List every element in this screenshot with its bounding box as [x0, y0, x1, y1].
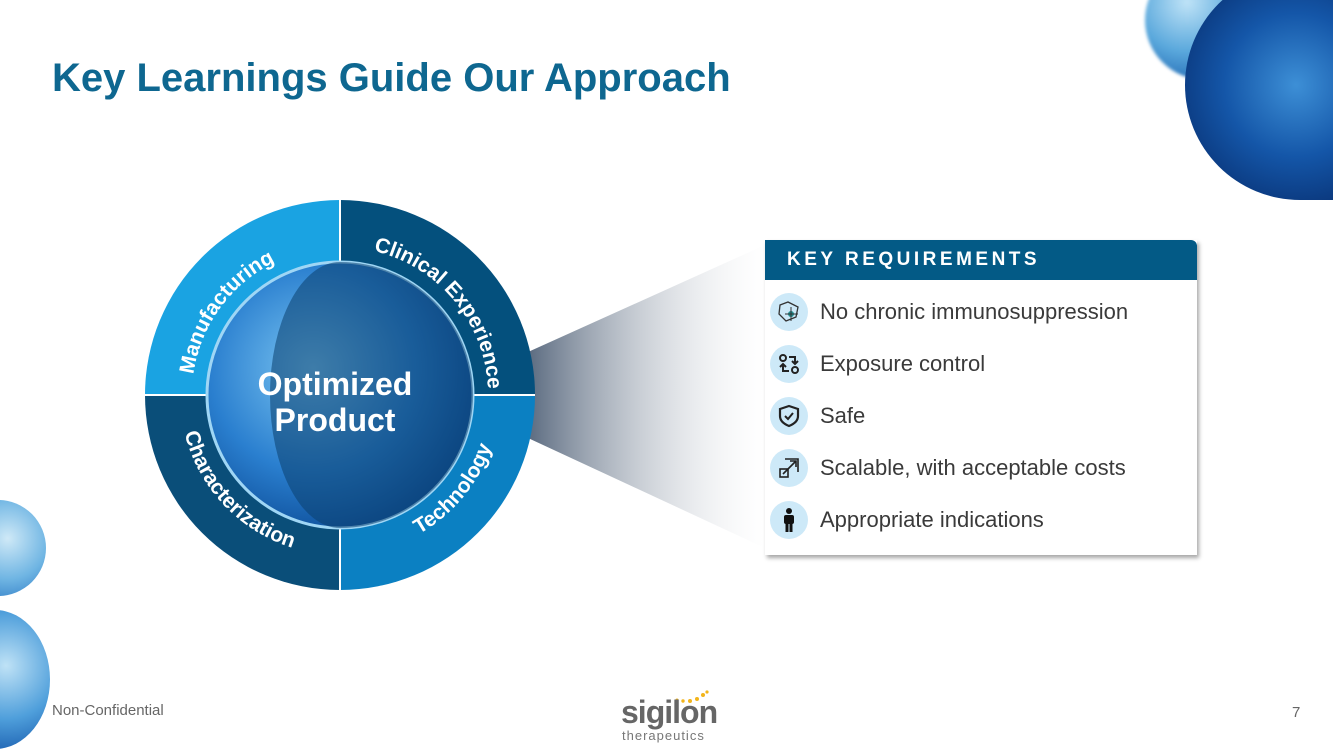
key-requirements-panel: KEY REQUIREMENTS No chronic immunosuppre… [765, 240, 1197, 555]
requirement-label: Safe [820, 403, 866, 428]
slide-title: Key Learnings Guide Our Approach [52, 56, 731, 100]
list-item: Exposure control [770, 344, 985, 384]
logo-tagline: therapeutics [622, 728, 705, 743]
requirement-label: Exposure control [820, 351, 986, 376]
strategy-wheel: Manufacturing Clinical Experience Charac… [145, 200, 535, 590]
list-item: Scalable, with acceptable costs [770, 448, 1126, 488]
requirement-label: Appropriate indications [820, 507, 1044, 532]
logo-wordmark: sigilon [621, 694, 718, 730]
exchange-arrows-icon [770, 345, 808, 383]
requirement-label: No chronic immunosuppression [820, 299, 1129, 324]
center-label-line1: Optimized [258, 366, 413, 402]
list-item: No chronic immunosuppression [770, 292, 1128, 332]
logo-dots [675, 690, 709, 703]
confidentiality-label: Non-Confidential [52, 702, 164, 719]
list-item: Safe [770, 396, 865, 436]
page-number: 7 [1292, 704, 1301, 721]
center-label-line2: Product [275, 402, 396, 438]
person-icon [770, 501, 808, 539]
list-item: Appropriate indications [770, 500, 1044, 540]
requirement-label: Scalable, with acceptable costs [820, 455, 1126, 480]
expand-arrow-icon [770, 449, 808, 487]
shield-check-icon [770, 397, 808, 435]
immune-cell-icon [770, 293, 808, 331]
company-logo: sigilon therapeutics [612, 690, 722, 745]
panel-header: KEY REQUIREMENTS [765, 240, 1197, 280]
